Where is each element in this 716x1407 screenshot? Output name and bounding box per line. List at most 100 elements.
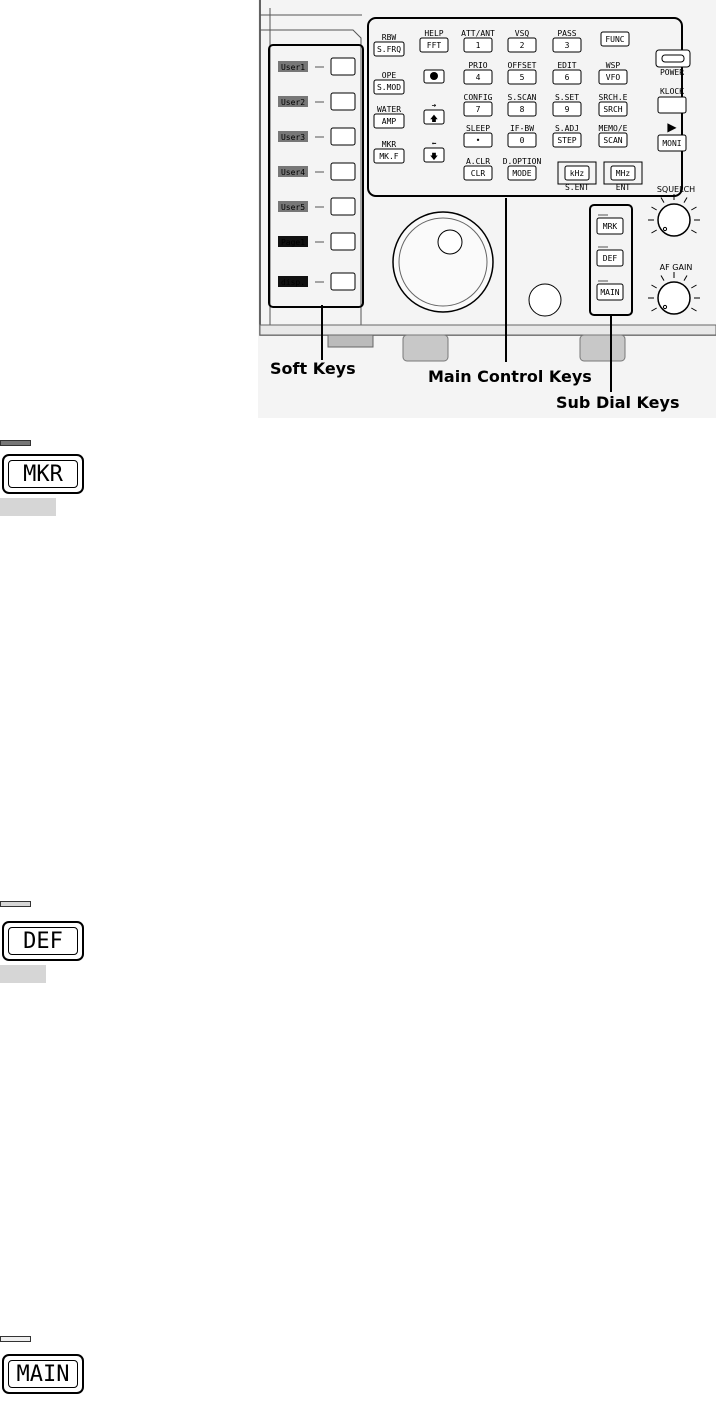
moni-button[interactable] bbox=[657, 134, 687, 152]
soft-key-display-3 bbox=[278, 166, 308, 177]
mkr-key[interactable]: MKR bbox=[2, 454, 84, 494]
key-top-label: IF-BW bbox=[510, 124, 534, 133]
grid-key-6[interactable] bbox=[507, 69, 537, 85]
khz-key-group: kHz S.ENT bbox=[557, 161, 597, 192]
key-top-label: HELP bbox=[424, 29, 443, 38]
soft-key-button[interactable] bbox=[330, 197, 356, 216]
mkr-key-label: MKR bbox=[8, 460, 78, 488]
soft-key-button[interactable] bbox=[330, 232, 356, 251]
main-key[interactable]: MAIN bbox=[2, 1354, 84, 1394]
grid-key-14[interactable] bbox=[507, 132, 537, 148]
main-key-label: FUNC bbox=[605, 35, 624, 44]
key-top-label: OFFSET bbox=[508, 61, 537, 70]
main-key-label: SCAN bbox=[603, 136, 622, 145]
main-key-label: • bbox=[476, 136, 481, 145]
play-icon: ▶ bbox=[667, 120, 677, 134]
sub-dial-key-2[interactable] bbox=[596, 283, 624, 301]
grid-key-1[interactable] bbox=[463, 37, 493, 53]
main-key-3[interactable] bbox=[373, 148, 405, 164]
soft-key-display-1 bbox=[278, 96, 308, 107]
main-key-label: S.FRQ bbox=[377, 45, 401, 54]
down-arrow-icon: 🡇 bbox=[430, 152, 438, 161]
sub-dial-keys-callout: Sub Dial Keys bbox=[556, 393, 679, 412]
soft-key-label: Page1 bbox=[281, 238, 305, 247]
def-key-label: DEF bbox=[8, 927, 78, 955]
grid-key-3[interactable] bbox=[552, 37, 582, 53]
key-top-label: A.CLR bbox=[466, 157, 490, 166]
soft-key-display-4 bbox=[278, 201, 308, 212]
mhz-key[interactable]: MHz bbox=[616, 169, 631, 178]
grid-key-2[interactable] bbox=[507, 37, 537, 53]
soft-key-label: disp. bbox=[281, 278, 305, 287]
left-arrow-icon: ⬅ bbox=[432, 139, 437, 148]
squelch-label: SQUELCH bbox=[657, 185, 695, 194]
grid-key-17[interactable] bbox=[463, 165, 493, 181]
main-key-label: S.MOD bbox=[377, 83, 401, 92]
af-gain-label: AF GAIN bbox=[660, 263, 693, 272]
key-top-label: WATER bbox=[377, 105, 401, 114]
sub-dial-key-1[interactable] bbox=[596, 249, 624, 267]
down-key[interactable] bbox=[423, 147, 445, 163]
af-gain-knob[interactable] bbox=[648, 272, 700, 315]
soft-key-display-2 bbox=[278, 131, 308, 142]
key-top-label: MEMO/E bbox=[599, 124, 628, 133]
grid-key-7[interactable] bbox=[552, 69, 582, 85]
def-key[interactable]: DEF bbox=[2, 921, 84, 961]
key-top-label: S.SCAN bbox=[508, 93, 537, 102]
main-key-0[interactable] bbox=[373, 41, 405, 57]
squelch-knob[interactable] bbox=[648, 194, 700, 237]
soft-key-label: User5 bbox=[281, 203, 305, 212]
main-key-label: MAIN bbox=[8, 1360, 78, 1388]
power-label: POWER bbox=[660, 68, 684, 77]
main-key-label: 2 bbox=[520, 41, 525, 50]
klock-button[interactable] bbox=[657, 96, 687, 114]
grid-key-4[interactable] bbox=[600, 31, 630, 47]
grid-key-11[interactable] bbox=[552, 101, 582, 117]
mhz-key-group: MHz ENT bbox=[603, 161, 643, 192]
klock-label: KLOCK bbox=[660, 87, 684, 96]
main-key-label: MK.F bbox=[379, 152, 398, 161]
up-key[interactable] bbox=[423, 109, 445, 125]
soft-key-button[interactable] bbox=[330, 127, 356, 146]
grid-key-5[interactable] bbox=[463, 69, 493, 85]
mrk-led bbox=[0, 440, 31, 446]
power-button[interactable] bbox=[655, 49, 691, 68]
soft-key-button[interactable] bbox=[330, 92, 356, 111]
grid-key-18[interactable] bbox=[507, 165, 537, 181]
main-key-label: VFO bbox=[606, 73, 621, 82]
soft-key-button[interactable] bbox=[330, 162, 356, 181]
grid-key-10[interactable] bbox=[507, 101, 537, 117]
key-top-label: S.SET bbox=[555, 93, 579, 102]
main-dial[interactable] bbox=[392, 211, 494, 313]
key-top-label: VSQ bbox=[515, 29, 530, 38]
key-top-label: MKR bbox=[382, 140, 397, 149]
soft-key-label: User4 bbox=[281, 168, 305, 177]
grid-key-13[interactable] bbox=[463, 132, 493, 148]
main-key-label: 5 bbox=[520, 73, 525, 82]
grid-key-9[interactable] bbox=[463, 101, 493, 117]
right-arrow-icon: ➔ bbox=[432, 101, 437, 110]
grid-key-12[interactable] bbox=[598, 101, 628, 117]
sub-dial-key-0[interactable] bbox=[596, 217, 624, 235]
main-key-label: 1 bbox=[476, 41, 481, 50]
sub-dial[interactable] bbox=[528, 283, 562, 317]
grid-key-15[interactable] bbox=[552, 132, 582, 148]
grid-key-16[interactable] bbox=[598, 132, 628, 148]
khz-key[interactable]: kHz bbox=[570, 169, 585, 178]
key-top-label: SLEEP bbox=[466, 124, 490, 133]
grid-key-0[interactable] bbox=[419, 37, 449, 53]
main-key-label: FFT bbox=[427, 41, 442, 50]
key-top-label: CONFIG bbox=[464, 93, 493, 102]
sub-dial-key-label: MAIN bbox=[600, 288, 619, 297]
soft-key-button[interactable] bbox=[330, 272, 356, 291]
key-top-label: WSP bbox=[606, 61, 621, 70]
grid-key-8[interactable] bbox=[598, 69, 628, 85]
soft-key-button[interactable] bbox=[330, 57, 356, 76]
shade-bar bbox=[0, 965, 46, 983]
main-key-label: 0 bbox=[520, 136, 525, 145]
key-top-label: SRCH.E bbox=[599, 93, 628, 102]
main-key-2[interactable] bbox=[373, 113, 405, 129]
main-control-keys-callout: Main Control Keys bbox=[428, 367, 592, 386]
main-key-1[interactable] bbox=[373, 79, 405, 95]
main-key-label: 8 bbox=[520, 105, 525, 114]
